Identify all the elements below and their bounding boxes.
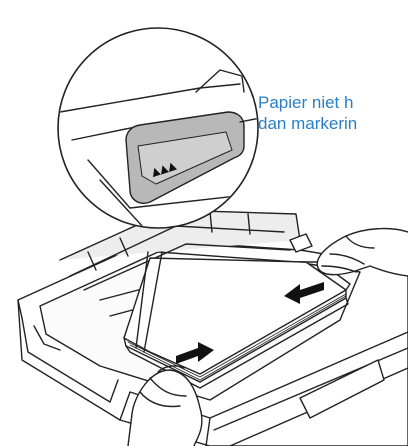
right-hand xyxy=(316,227,408,277)
caption-text: Papier niet h dan markerin xyxy=(258,92,408,134)
magnifier-circle xyxy=(57,27,259,229)
left-hand xyxy=(127,365,203,446)
arrow-right-icon xyxy=(176,342,214,364)
callout-pointer-line xyxy=(135,251,163,353)
caption-line-2: dan markerin xyxy=(258,114,358,133)
paper-stack xyxy=(123,257,351,389)
caption-line-1: Papier niet h xyxy=(258,93,354,112)
arrow-left-icon xyxy=(284,282,324,304)
